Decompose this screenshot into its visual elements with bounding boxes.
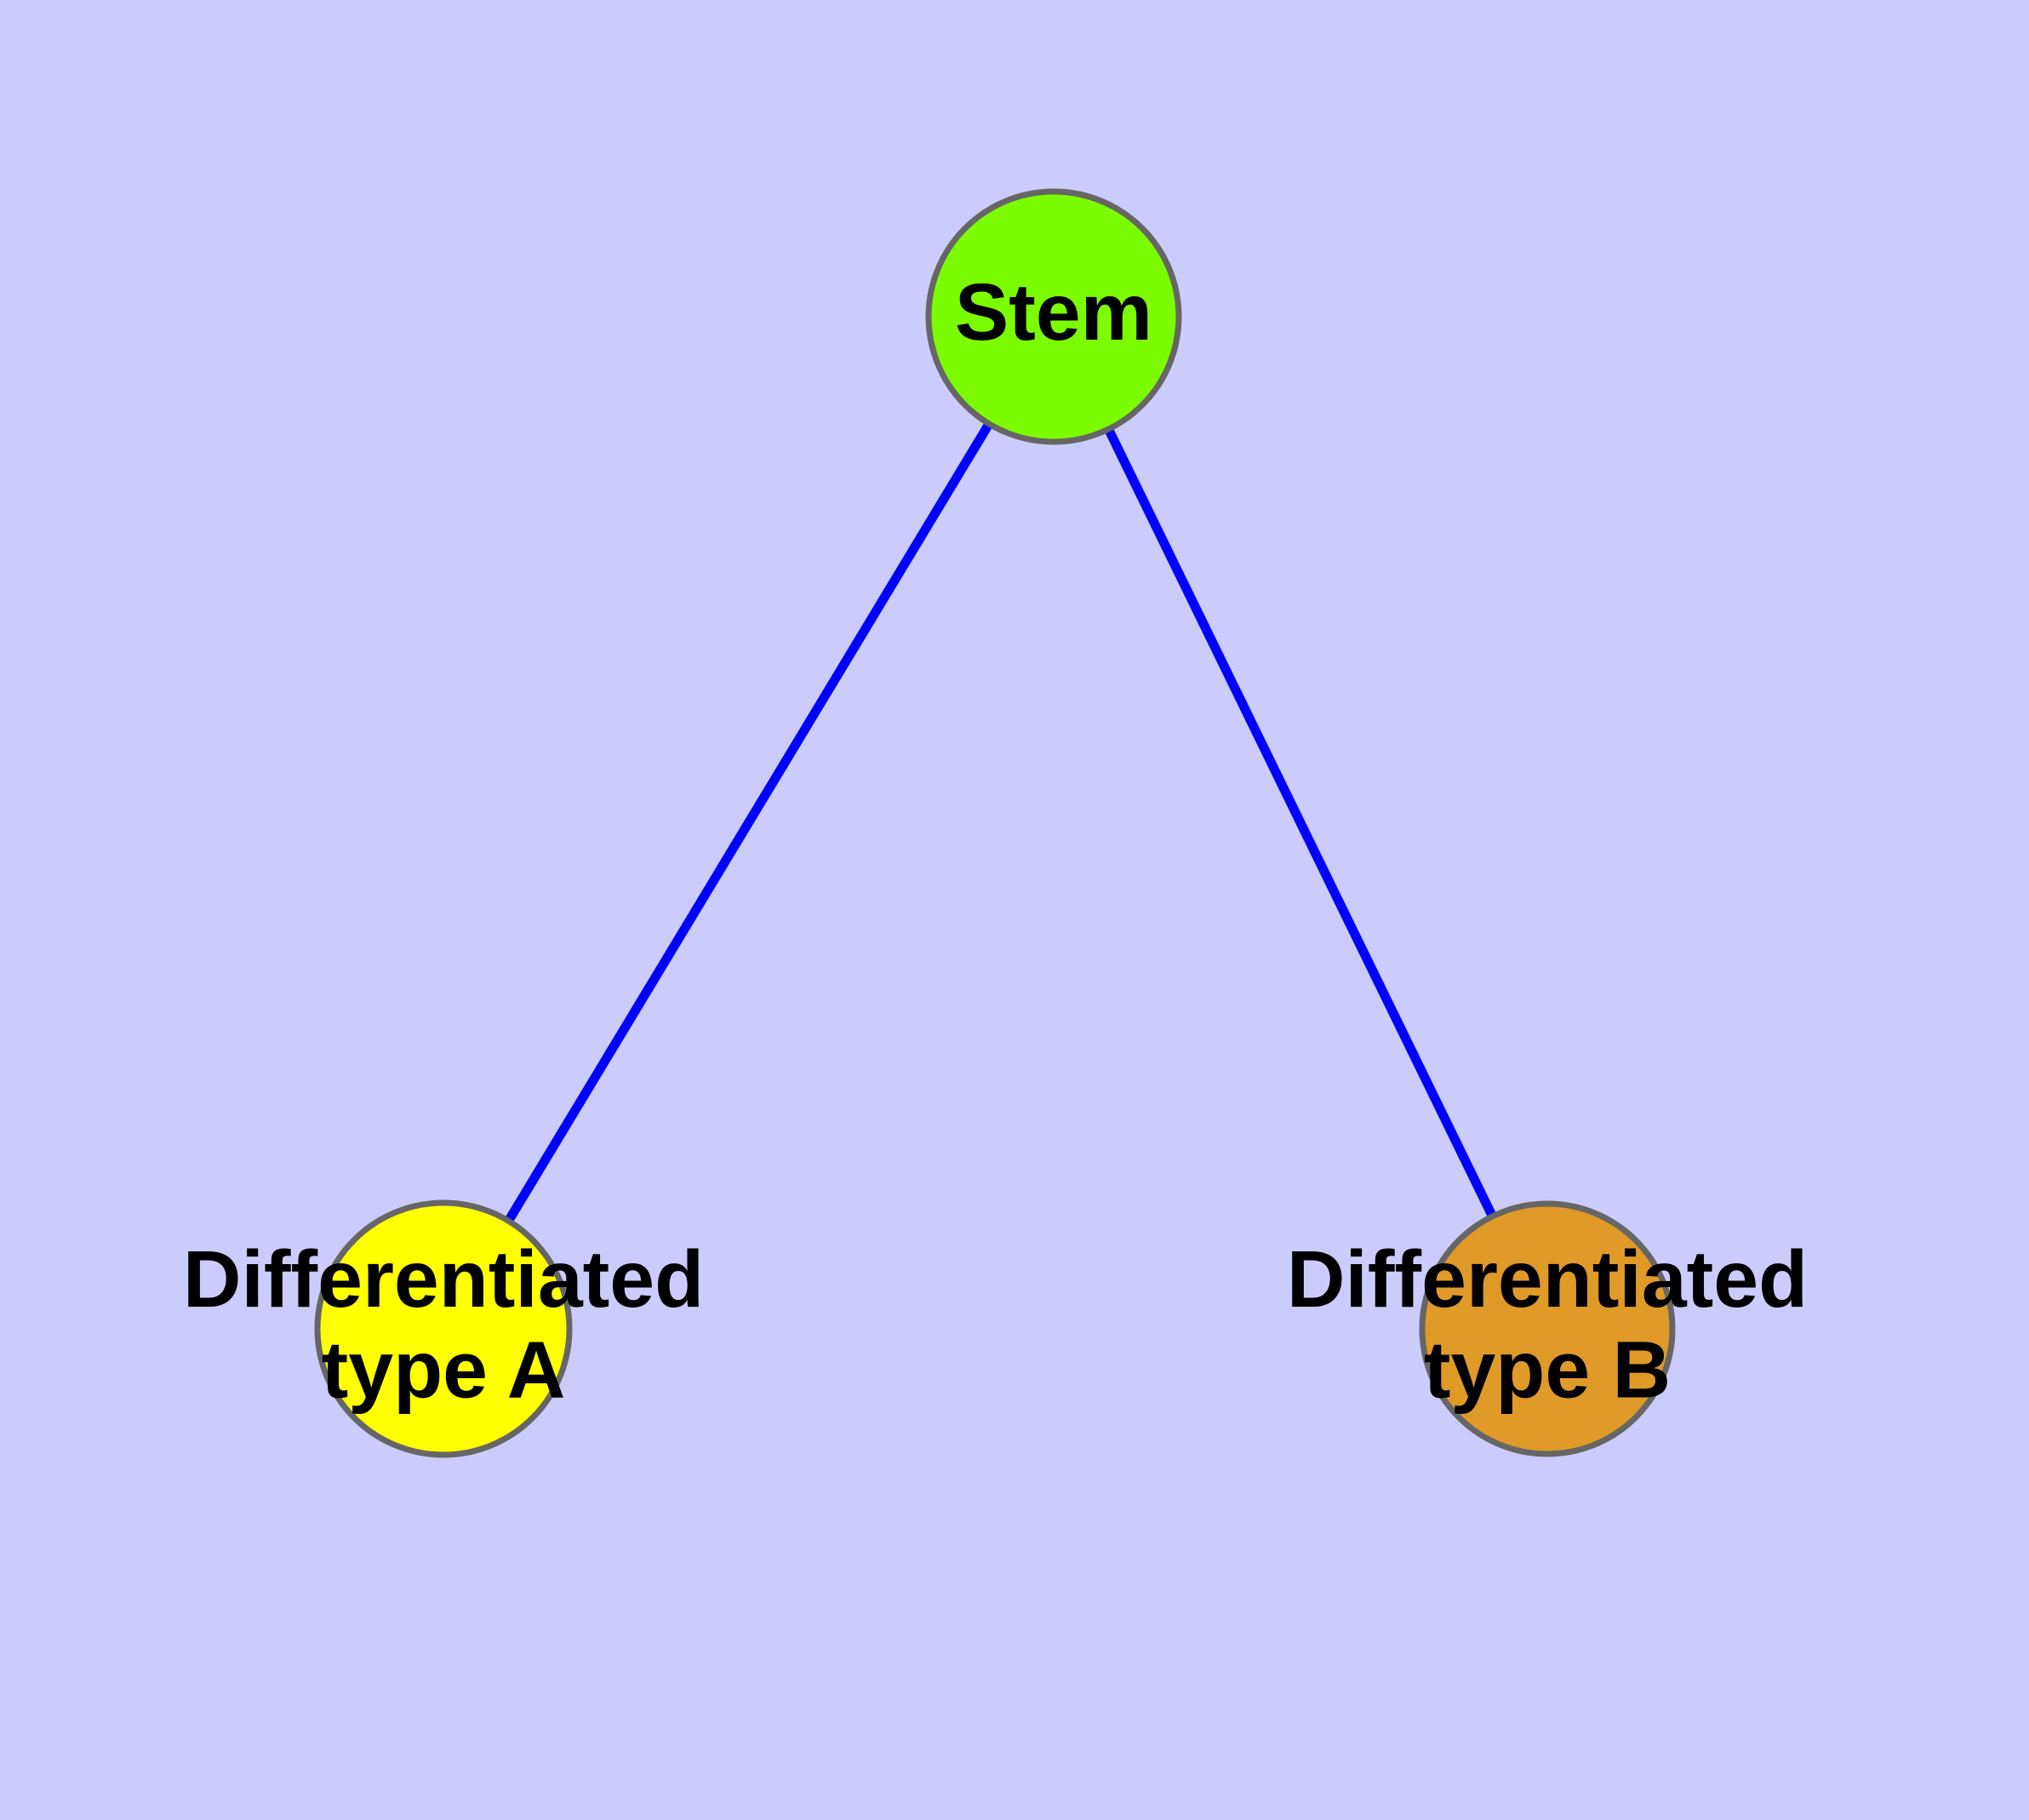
node-differentiated-type-a[interactable]: [314, 1199, 573, 1458]
node-label-differentiated-type-a-line2: type A: [322, 1325, 566, 1415]
node-circle-differentiated-type-b[interactable]: [1419, 1200, 1676, 1457]
node-label-differentiated-type-b-line2: type B: [1424, 1325, 1671, 1415]
edge-stem-to-differentiated-type-a[interactable]: [439, 314, 1058, 1331]
labels-layer: Stem Differentiated type A Differentiate…: [183, 267, 1808, 1415]
node-circle-stem[interactable]: [925, 188, 1182, 445]
node-circle-differentiated-type-a[interactable]: [314, 1199, 573, 1458]
edges-layer: [439, 314, 1552, 1331]
node-stem[interactable]: [925, 188, 1182, 445]
edge-stem-to-differentiated-type-b[interactable]: [1049, 314, 1552, 1331]
node-differentiated-type-b[interactable]: [1419, 1200, 1676, 1457]
node-label-differentiated-type-b-line1: Differentiated: [1287, 1234, 1808, 1325]
node-label-stem: Stem: [955, 267, 1152, 358]
node-label-differentiated-type-a-line1: Differentiated: [183, 1234, 704, 1325]
nodes-layer: [314, 188, 1676, 1458]
